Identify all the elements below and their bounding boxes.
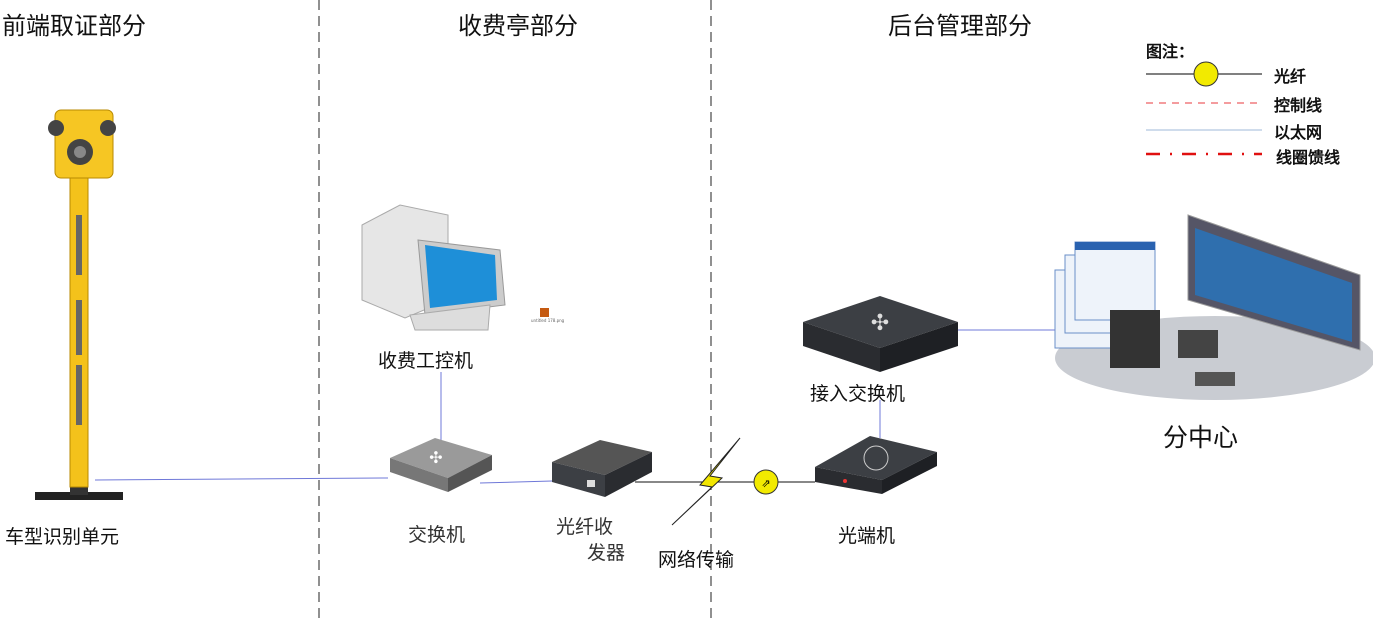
optical-terminal-icon (815, 436, 937, 494)
center-label: 分中心 (1163, 423, 1239, 452)
network-label: 网络传输 (658, 549, 735, 571)
legend-title: 图注： (1146, 42, 1195, 61)
transceiver-label-1: 光纤收 (556, 516, 614, 538)
section-title-backend: 后台管理部分 (888, 12, 1032, 40)
ethernet-link-camera-switch (94, 477, 389, 481)
legend-lines (1146, 61, 1262, 156)
pc-label: 收费工控机 (378, 350, 474, 372)
svg-text:⇗: ⇗ (761, 477, 770, 490)
fiber-transceiver-icon (552, 440, 652, 497)
pc-file-label: untitled 178.png (531, 318, 565, 323)
legend-ethernet: 以太网 (1274, 123, 1323, 142)
svg-text:✣: ✣ (871, 311, 889, 336)
camera-pole-icon (35, 109, 123, 500)
legend-fiber: 光纤 (1274, 67, 1307, 86)
transceiver-label-2: 发器 (587, 542, 626, 564)
access-switch-icon: ✣ (803, 296, 958, 372)
switch-label: 交换机 (408, 524, 466, 546)
fiber-connector-icon: ⇗ (753, 469, 779, 495)
camera-label: 车型识别单元 (5, 526, 120, 548)
access-switch-label: 接入交换机 (810, 383, 906, 405)
switch-icon: ✣ (390, 438, 492, 492)
legend-coil-feeder: 线圈馈线 (1276, 148, 1341, 167)
control-center-icon (1054, 214, 1373, 400)
legend-control-line: 控制线 (1274, 96, 1323, 115)
optical-terminal-label: 光端机 (838, 525, 896, 547)
pc-icon (361, 204, 549, 331)
svg-text:✣: ✣ (429, 448, 442, 467)
lightning-icon (671, 437, 741, 526)
section-title-front: 前端取证部分 (2, 12, 146, 40)
ethernet-link-switch-transceiver (479, 480, 553, 484)
section-title-booth: 收费亭部分 (458, 12, 578, 40)
